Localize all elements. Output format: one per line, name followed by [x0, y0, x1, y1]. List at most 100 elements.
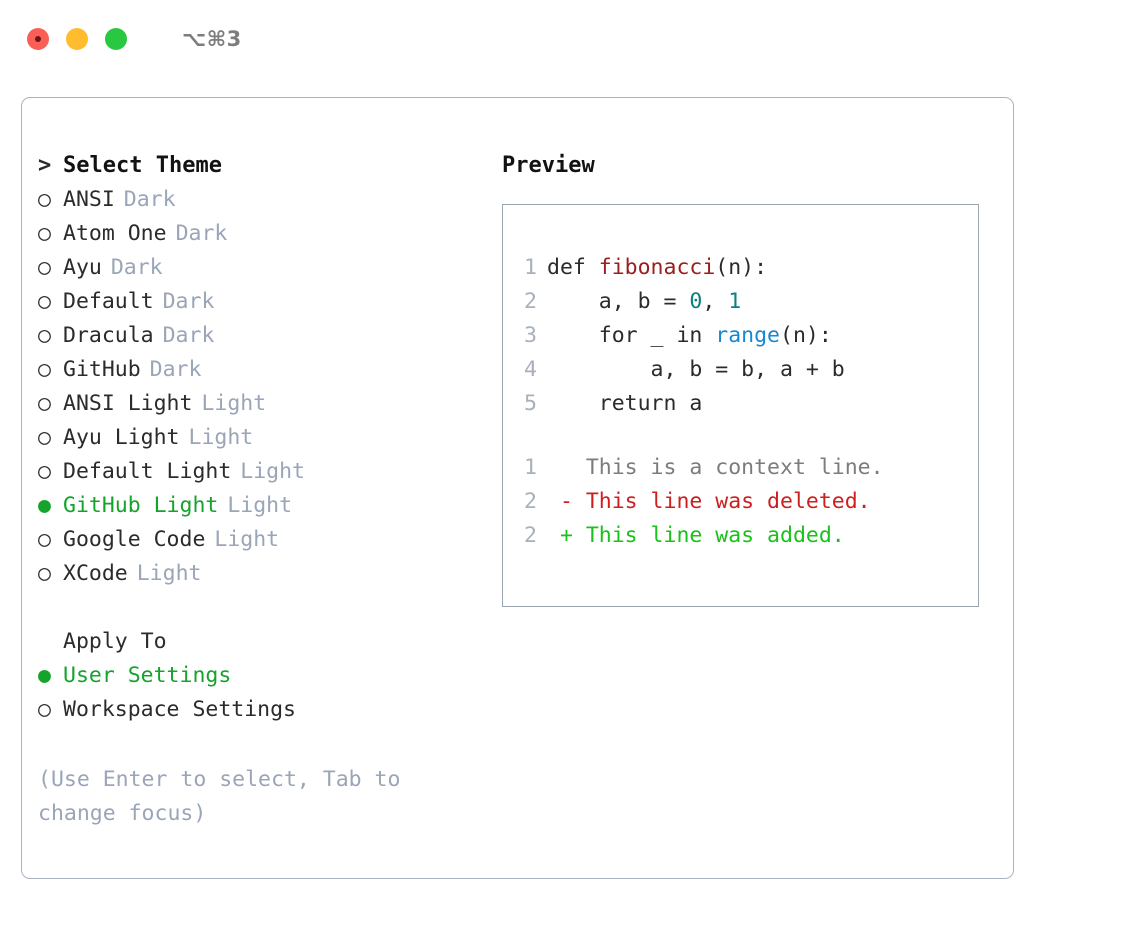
- close-button[interactable]: [27, 28, 49, 50]
- theme-name: Ayu Light: [63, 425, 180, 450]
- theme-name: Google Code: [63, 527, 206, 552]
- minimize-button[interactable]: [66, 28, 88, 50]
- title-bar: ⌥⌘3: [0, 0, 1140, 78]
- radio-unselected-icon[interactable]: ○: [38, 459, 51, 484]
- theme-variant-tag: Dark: [162, 323, 215, 348]
- preview-title: Preview: [502, 153, 595, 178]
- theme-name: XCode: [63, 561, 128, 586]
- theme-name: ANSI: [63, 187, 115, 212]
- theme-option-xcode[interactable]: ○ XCode Light: [38, 557, 488, 591]
- theme-option-github-light[interactable]: ● GitHub Light Light: [38, 489, 488, 523]
- apply-to-option-label: User Settings: [63, 663, 232, 688]
- line-number: 2: [524, 489, 537, 514]
- radio-unselected-icon[interactable]: ○: [38, 697, 51, 722]
- code-line-content: for _ in range(n):: [547, 319, 832, 353]
- theme-variant-tag: Light: [227, 493, 293, 518]
- theme-variant-tag: Dark: [162, 289, 215, 314]
- code-line: 4 a, b = b, a + b: [503, 353, 978, 387]
- code-token: fibonacci: [598, 255, 716, 280]
- radio-unselected-icon[interactable]: ○: [38, 323, 51, 348]
- theme-name: GitHub Light: [63, 493, 219, 518]
- radio-unselected-icon[interactable]: ○: [38, 425, 51, 450]
- radio-unselected-icon[interactable]: ○: [38, 221, 51, 246]
- code-token: ,: [702, 289, 729, 314]
- code-token: a, b = b, a + b: [547, 357, 845, 382]
- prompt-caret-icon: >: [38, 153, 52, 178]
- diff-line-content: This line was deleted.: [572, 489, 871, 514]
- radio-unselected-icon[interactable]: ○: [38, 527, 51, 552]
- apply-to-options-list[interactable]: ● User Settings ○Workspace Settings: [38, 659, 488, 727]
- radio-selected-icon[interactable]: ●: [38, 663, 51, 688]
- theme-variant-tag: Dark: [175, 221, 228, 246]
- theme-option-default[interactable]: ○ Default Dark: [38, 285, 488, 319]
- apply-to-heading: Apply To: [38, 625, 488, 659]
- code-token: a, b =: [547, 289, 690, 314]
- code-line-content: def fibonacci(n):: [547, 251, 767, 285]
- theme-option-dracula[interactable]: ○ Dracula Dark: [38, 319, 488, 353]
- maximize-button[interactable]: [105, 28, 127, 50]
- radio-unselected-icon[interactable]: ○: [38, 391, 51, 416]
- diff-sample: 1 This is a context line.2 - This line w…: [503, 451, 978, 553]
- code-token: 0: [689, 289, 703, 314]
- code-line: 2 a, b = 0, 1: [503, 285, 978, 319]
- theme-variant-tag: Light: [214, 527, 280, 552]
- code-token: for _ in: [547, 323, 716, 348]
- radio-selected-icon[interactable]: ●: [38, 493, 51, 518]
- diff-line-del: 2 - This line was deleted.: [503, 485, 978, 519]
- theme-variant-tag: Dark: [123, 187, 176, 212]
- theme-option-ayu-light[interactable]: ○ Ayu Light Light: [38, 421, 488, 455]
- theme-name: Default Light: [63, 459, 232, 484]
- line-number: 5: [524, 391, 537, 416]
- window-controls[interactable]: [27, 28, 127, 50]
- diff-marker: -: [547, 489, 573, 514]
- line-number: 4: [524, 357, 537, 382]
- theme-name: GitHub: [63, 357, 141, 382]
- theme-variant-tag: Light: [240, 459, 306, 484]
- radio-unselected-icon[interactable]: ○: [38, 357, 51, 382]
- diff-line-content: This line was added.: [572, 523, 845, 548]
- radio-unselected-icon[interactable]: ○: [38, 561, 51, 586]
- apply-to-option-workspace-settings[interactable]: ○Workspace Settings: [38, 693, 488, 727]
- theme-option-ansi[interactable]: ○ ANSI Dark: [38, 183, 488, 217]
- apply-to-option-user-settings[interactable]: ● User Settings: [38, 659, 488, 693]
- code-line: 1 def fibonacci(n):: [503, 251, 978, 285]
- code-token: return a: [547, 391, 703, 416]
- theme-name: Default: [63, 289, 154, 314]
- code-line-content: return a: [547, 387, 703, 421]
- code-line: 3 for _ in range(n):: [503, 319, 978, 353]
- code-token: def: [547, 255, 599, 280]
- theme-option-google-code[interactable]: ○ Google Code Light: [38, 523, 488, 557]
- theme-variant-tag: Light: [136, 561, 202, 586]
- diff-line-ctx: 1 This is a context line.: [503, 451, 978, 485]
- diff-line-add: 2 + This line was added.: [503, 519, 978, 553]
- radio-unselected-icon[interactable]: ○: [38, 255, 51, 280]
- keyboard-hint-text: (Use Enter to select, Tab to change focu…: [38, 767, 401, 826]
- diff-marker: [547, 451, 573, 485]
- line-number: 2: [524, 523, 537, 548]
- radio-unselected-icon[interactable]: ○: [38, 289, 51, 314]
- keyboard-shortcut-label: ⌥⌘3: [182, 27, 242, 51]
- apply-to-label: Apply To: [63, 629, 167, 654]
- line-number: 2: [524, 289, 537, 314]
- theme-option-default-light[interactable]: ○ Default Light Light: [38, 455, 488, 489]
- radio-unselected-icon[interactable]: ○: [38, 187, 51, 212]
- code-token: range: [715, 323, 781, 348]
- line-number: 1: [524, 255, 537, 280]
- page-title: Select Theme: [63, 153, 222, 178]
- theme-name: Dracula: [63, 323, 154, 348]
- theme-variant-tag: Light: [188, 425, 254, 450]
- select-theme-heading: > Select Theme: [38, 149, 488, 183]
- theme-name: Ayu: [63, 255, 102, 280]
- line-number: 3: [524, 323, 537, 348]
